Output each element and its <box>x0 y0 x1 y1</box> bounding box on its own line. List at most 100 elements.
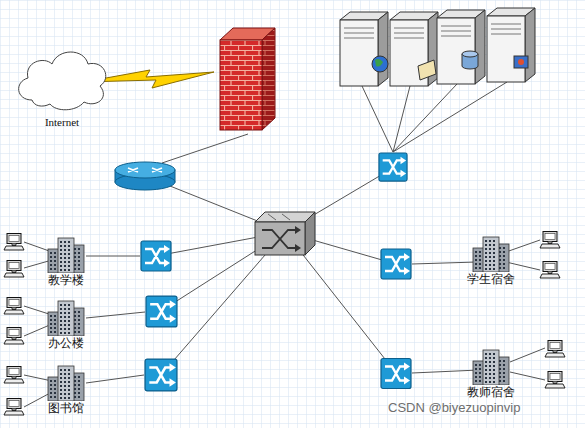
pc-symbols-part <box>4 328 24 345</box>
cloud-outline <box>12 38 112 114</box>
building-label: 教师宿舍 <box>442 385 540 399</box>
building-window <box>68 328 70 330</box>
pc-symbols-part <box>545 341 565 358</box>
server-symbols <box>340 8 535 86</box>
building-window <box>68 269 70 271</box>
building-window <box>74 396 76 398</box>
server-symbols-part <box>378 12 388 86</box>
wires-part <box>510 348 545 362</box>
core-switch-symbol-part <box>305 212 315 255</box>
building-window <box>64 261 66 263</box>
building-node: 教学楼 <box>40 237 92 287</box>
building-block <box>58 366 74 401</box>
building-window <box>78 331 80 333</box>
building-window <box>485 248 487 250</box>
pc-symbols-part <box>545 372 565 389</box>
building-window <box>479 251 481 253</box>
wires-part <box>162 134 248 163</box>
building-window <box>479 368 481 370</box>
building-window <box>60 316 62 318</box>
server-symbols-part <box>475 10 485 84</box>
building-window <box>64 320 66 322</box>
building-window <box>479 263 481 265</box>
building-window <box>493 240 495 242</box>
building-window <box>60 312 62 314</box>
building-window <box>64 316 66 318</box>
building-window <box>64 245 66 247</box>
building-window <box>54 319 56 321</box>
building-window <box>68 332 70 334</box>
building-block <box>483 350 499 385</box>
building-window <box>60 308 62 310</box>
building-window <box>64 381 66 383</box>
switch-symbols-part <box>146 296 177 327</box>
cloud-label: Internet <box>0 116 132 128</box>
building-window <box>489 365 491 367</box>
building-window <box>74 384 76 386</box>
building-icon <box>46 365 86 401</box>
building-window <box>60 373 62 375</box>
switch-symbols-part <box>381 359 411 389</box>
building-window <box>74 268 76 270</box>
building-window <box>64 304 66 306</box>
building-window <box>493 373 495 375</box>
building-window <box>60 389 62 391</box>
building-window <box>64 253 66 255</box>
building-label: 教学楼 <box>20 273 112 287</box>
building-window <box>503 368 505 370</box>
building-window <box>68 249 70 251</box>
building-window <box>493 377 495 379</box>
building-window <box>64 269 66 271</box>
building-window <box>493 357 495 359</box>
building-window <box>503 360 505 362</box>
building-window <box>68 397 70 399</box>
building-window <box>499 259 501 261</box>
wires-part <box>506 262 540 270</box>
building-window <box>493 353 495 355</box>
building-window <box>74 392 76 394</box>
building-window <box>60 304 62 306</box>
building-window <box>68 241 70 243</box>
building-window <box>485 357 487 359</box>
switch-symbols <box>141 153 411 391</box>
building-window <box>60 245 62 247</box>
building-window <box>475 368 477 370</box>
building-window <box>499 372 501 374</box>
building-window <box>50 392 52 394</box>
building-window <box>489 260 491 262</box>
wires-part <box>86 375 144 383</box>
building-window <box>78 315 80 317</box>
building-window <box>475 364 477 366</box>
wires-part <box>412 262 477 264</box>
building-window <box>489 381 491 383</box>
pc-symbols-part <box>4 298 24 315</box>
building-window <box>50 323 52 325</box>
building-window <box>485 268 487 270</box>
building-window <box>50 327 52 329</box>
building-window <box>64 249 66 251</box>
building-block <box>58 301 74 336</box>
building-window <box>60 332 62 334</box>
building-window <box>60 241 62 243</box>
building-window <box>68 385 70 387</box>
building-window <box>74 264 76 266</box>
building-window <box>68 253 70 255</box>
wires <box>24 82 545 407</box>
building-window <box>68 320 70 322</box>
building-window <box>485 244 487 246</box>
wires-part <box>362 86 393 152</box>
building-window <box>50 319 52 321</box>
server-symbols-part <box>518 59 524 65</box>
building-window <box>68 261 70 263</box>
building-window <box>503 251 505 253</box>
building-window <box>60 381 62 383</box>
server-symbols-part <box>372 56 388 72</box>
building-window <box>54 396 56 398</box>
building-window <box>479 364 481 366</box>
router-symbol-part <box>128 168 162 172</box>
building-window <box>54 331 56 333</box>
building-window <box>493 369 495 371</box>
building-window <box>54 392 56 394</box>
